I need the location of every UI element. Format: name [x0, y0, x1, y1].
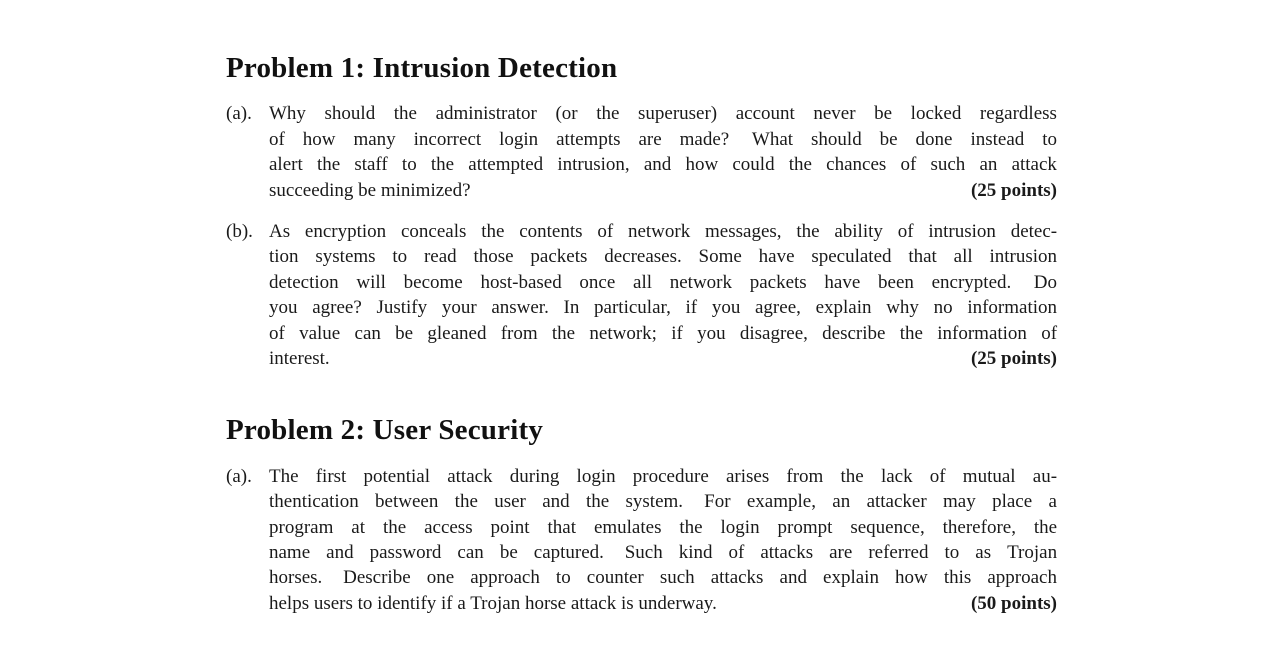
text-line: thentication between the user and the sy… [269, 491, 1057, 513]
text-line: of how many incorrect login attempts are… [269, 128, 1057, 150]
item-label-1b: (b). [226, 220, 253, 242]
text-line: name and password can be captured. Such … [269, 541, 1058, 563]
text-line: you agree? Justify your answer. In parti… [269, 297, 1058, 319]
problem-2-item-a: (a). The first potential attack during l… [226, 464, 1057, 616]
item-body-1a: Why should the administrator (or the sup… [269, 101, 1057, 203]
text-line: horses. Describe one approach to counter… [269, 567, 1057, 589]
problem-1-heading: Problem 1: Intrusion Detection [226, 52, 618, 84]
problem-1-item-a: (a). Why should the administrator (or th… [226, 101, 1057, 203]
item-label-1a: (a). [226, 103, 252, 125]
text-line: of value can be gleaned from the network… [269, 322, 1058, 344]
problem-1-items: (a). Why should the administrator (or th… [226, 101, 1057, 371]
points-badge-1a: (25 points) [970, 179, 1057, 201]
text-line: program at the access point that emulate… [269, 516, 1058, 538]
text-line: alert the staff to the attempted intrusi… [269, 154, 1057, 176]
points-badge-2a: (50 points) [970, 592, 1057, 614]
points-badge-1b: (25 points) [970, 348, 1057, 369]
text-line: As encryption conceals the contents of n… [269, 220, 1058, 242]
text-line-with-points: succeeding be minimized? (25 points) [269, 178, 1057, 203]
item-label-2a: (a). [226, 465, 252, 487]
problem-2-items: (a). The first potential attack during l… [226, 464, 1057, 616]
item-body-2a: The first potential attack during login … [269, 464, 1057, 616]
text-line-with-points: helps users to identify if a Trojan hors… [269, 591, 1057, 616]
text-line-with-points: interest. (25 points) [269, 346, 1057, 371]
document-content: Problem 1: Intrusion Detection (a). Why … [226, 52, 1057, 616]
text-line: tion systems to read those packets decre… [269, 246, 1058, 268]
text-line: The first potential attack during login … [269, 465, 1058, 487]
problem-2-section: Problem 2: User Security (a). The first … [226, 414, 1057, 616]
text-line: detection will become host-based once al… [269, 271, 1057, 293]
problem-2-heading: Problem 2: User Security [226, 414, 544, 447]
problem-1-section: Problem 1: Intrusion Detection (a). Why … [226, 52, 1057, 371]
problem-1-item-b: (b). As encryption conceals the contents… [226, 219, 1057, 371]
item-body-1b: As encryption conceals the contents of n… [269, 219, 1057, 371]
text-line: Why should the administrator (or the sup… [269, 103, 1057, 125]
